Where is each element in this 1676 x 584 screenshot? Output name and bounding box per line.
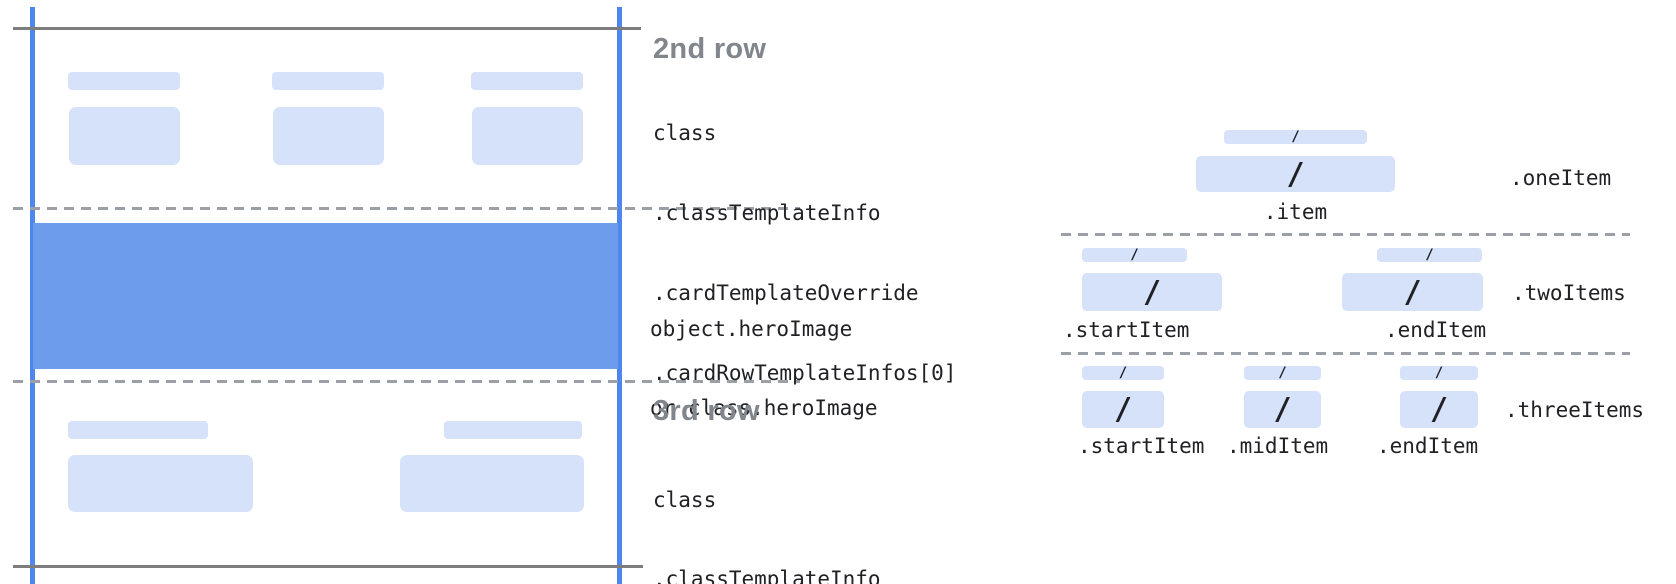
row3-code-line: .classTemplateInfo: [653, 567, 881, 584]
slash-glyph-icon: /: [1113, 392, 1133, 427]
slash-glyph-icon: /: [1291, 129, 1300, 145]
row2-item3-value-box: [472, 107, 583, 165]
slash-glyph-icon: /: [1403, 274, 1422, 310]
hero-image-band: [33, 223, 618, 369]
threeitems-startitem-top-bar: /: [1082, 365, 1164, 381]
slash-glyph-icon: /: [1142, 274, 1162, 310]
slash-glyph-icon: /: [1118, 365, 1128, 381]
card-top-boundary-line: [13, 27, 641, 30]
two-items-group-label: .twoItems: [1512, 281, 1626, 305]
row2-code-line: .classTemplateInfo: [653, 201, 881, 225]
slash-glyph-icon: /: [1278, 365, 1287, 381]
threeitems-startitem-bottom-bar: /: [1082, 391, 1164, 428]
hero-code-block: object.heroImage or class.heroImage: [650, 266, 878, 472]
right-separator-dashed-line-2: [1061, 352, 1630, 355]
row3-item1-value-box: [68, 455, 253, 512]
oneitem-item-top-bar: /: [1224, 129, 1367, 145]
threeitems-miditem-bottom-bar: /: [1244, 391, 1321, 428]
slash-glyph-icon: /: [1130, 247, 1139, 263]
one-item-group-label: .oneItem: [1510, 166, 1612, 190]
twoitems-startitem-bottom-bar: /: [1082, 273, 1222, 311]
twoitems-enditem-top-bar: /: [1377, 247, 1482, 263]
slash-glyph-icon: /: [1286, 156, 1305, 192]
slash-glyph-icon: /: [1273, 392, 1292, 427]
slash-glyph-icon: /: [1434, 365, 1444, 381]
row2-item2-value-box: [273, 107, 384, 165]
row3-code-block: class .classTemplateInfo .cardTemplateOv…: [653, 437, 956, 584]
start-item-label: .startItem: [1063, 318, 1190, 342]
twoitems-startitem-top-bar: /: [1082, 247, 1187, 263]
start-item-label: .startItem: [1078, 434, 1205, 458]
row2-code-line: .cardRowTemplateInfos[0]: [653, 361, 957, 385]
row2-item1-value-box: [69, 107, 180, 165]
hero-code-line: or class.heroImage: [650, 396, 878, 420]
slash-glyph-icon: /: [1429, 392, 1449, 427]
slash-glyph-icon: /: [1425, 247, 1434, 263]
right-separator-dashed-line-1: [1061, 233, 1630, 236]
row3-item2-label-bar: [444, 421, 582, 439]
item-label: .item: [1263, 200, 1328, 224]
threeitems-enditem-top-bar: /: [1400, 365, 1478, 381]
row3-item1-label-bar: [68, 421, 208, 439]
end-item-label: .endItem: [1385, 318, 1487, 342]
row-divider-dashed-line-2: [13, 380, 800, 383]
row2-heading: 2nd row: [653, 33, 767, 65]
card-bottom-boundary-line: [13, 565, 643, 568]
row2-item3-label-bar: [471, 72, 583, 90]
threeitems-enditem-bottom-bar: /: [1400, 391, 1478, 428]
three-items-group-label: .threeItems: [1505, 398, 1645, 422]
twoitems-enditem-bottom-bar: /: [1342, 273, 1483, 311]
mid-item-label: .midItem: [1227, 434, 1329, 458]
row2-item1-label-bar: [68, 72, 180, 90]
threeitems-miditem-top-bar: /: [1244, 365, 1321, 381]
row2-item2-label-bar: [272, 72, 384, 90]
row2-code-block: class .classTemplateInfo .cardTemplateOv…: [653, 69, 956, 437]
card-left-edge-guide-line: [30, 7, 35, 584]
row3-code-line: class: [653, 488, 717, 512]
oneitem-item-bottom-bar: /: [1196, 156, 1395, 192]
card-right-edge-guide-line: [617, 7, 622, 584]
row2-code-line: class: [653, 121, 717, 145]
hero-code-line: object.heroImage: [650, 317, 853, 341]
row2-code-line: .cardTemplateOverride: [653, 281, 919, 305]
row3-item2-value-box: [400, 455, 584, 512]
row3-heading: 3rd row: [653, 395, 760, 427]
row-divider-dashed-line-1: [13, 207, 800, 210]
end-item-label: .endItem: [1377, 434, 1479, 458]
